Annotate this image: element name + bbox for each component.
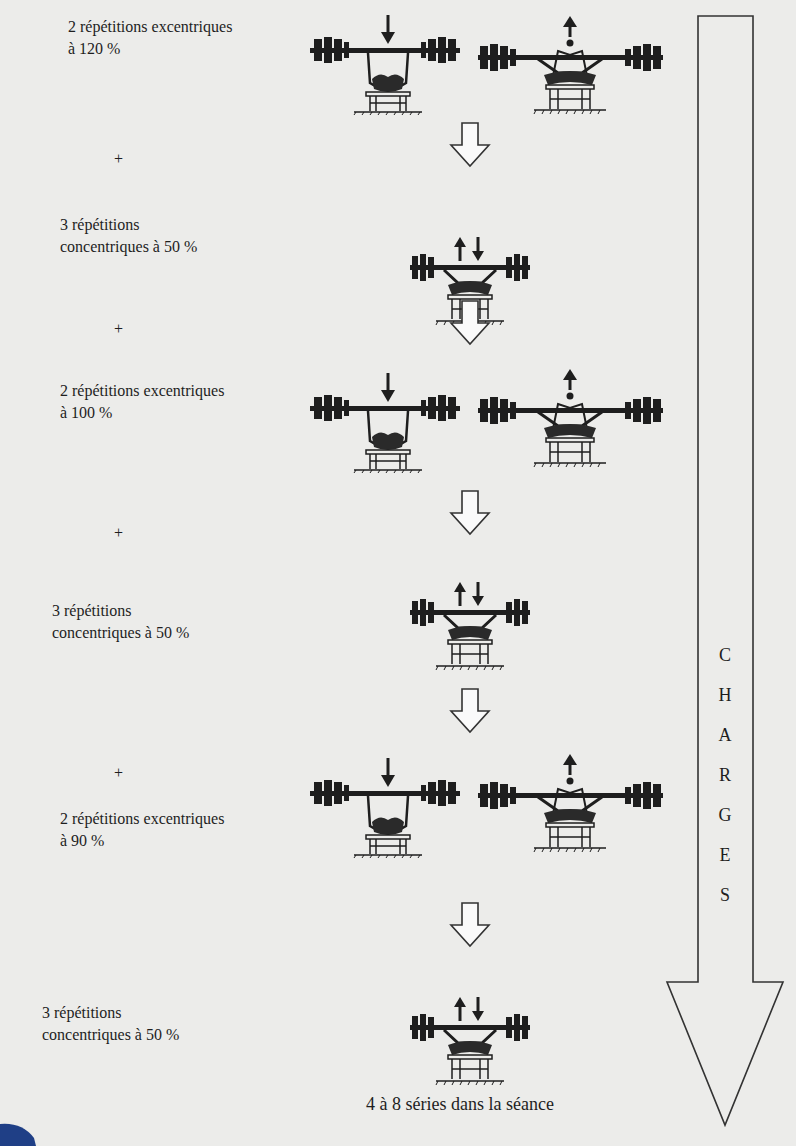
step-label: 3 répétitions concentriques à 50 % (42, 1002, 214, 1046)
plus-sign: + (114, 148, 144, 170)
vertical-label: CHARGES (716, 635, 734, 915)
step-label: 2 répétitions excentriques à 120 % (68, 16, 240, 60)
step-label: 3 répétitions concentriques à 50 % (52, 600, 224, 644)
step-label: 3 répétitions concentriques à 50 % (60, 214, 232, 258)
load-arrow: CHARGES (664, 14, 786, 1128)
arrow-outline (664, 14, 786, 1128)
plus-sign: + (114, 522, 144, 544)
step-label: 2 répétitions excentriques à 100 % (60, 380, 232, 424)
plus-sign: + (114, 762, 144, 784)
plus-sign: + (114, 318, 144, 340)
caption: 4 à 8 séries dans la séance (250, 1094, 670, 1115)
step-label: 2 répétitions excentriques à 90 % (60, 808, 232, 852)
